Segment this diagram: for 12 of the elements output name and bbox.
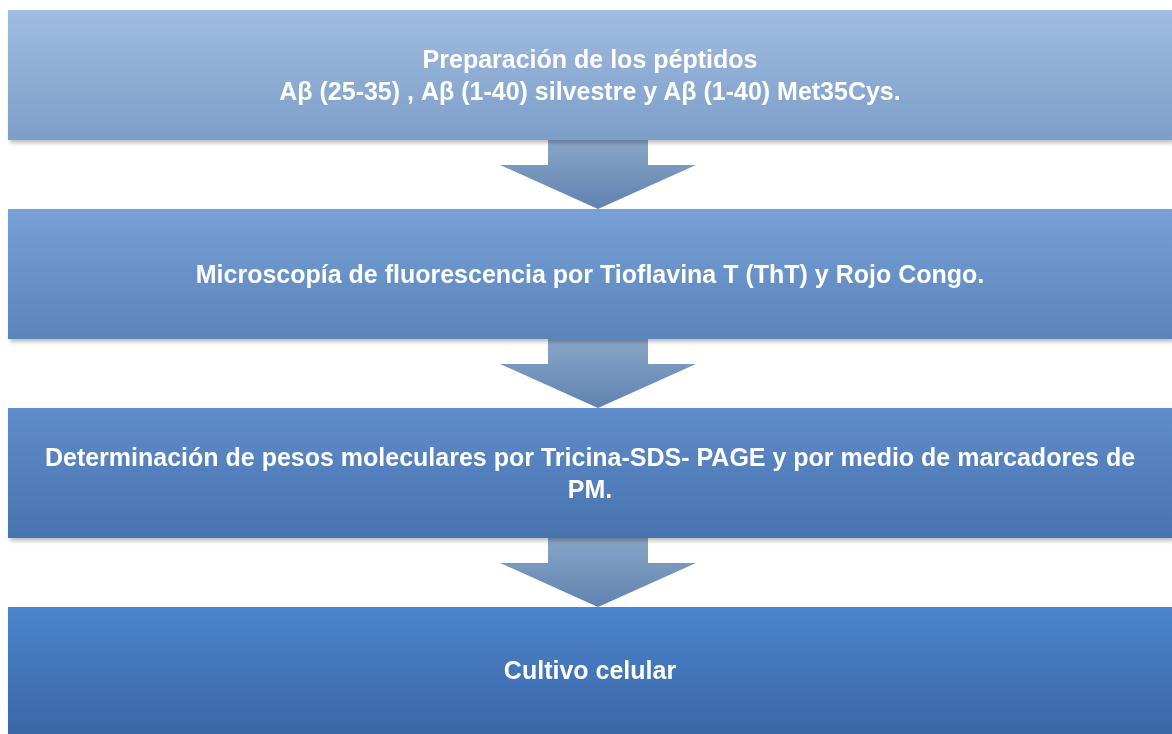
block-arrow: [500, 140, 696, 209]
step-text: Aβ (25-35) , Aβ (1-40) silvestre y Aβ (1-40) Met35Cys.: [279, 76, 901, 107]
process-box: [8, 10, 1172, 140]
process-box: [8, 408, 1172, 538]
step-text: Determinación de pesos moleculares por Tricina-SDS- PAGE y por medio de marcadores de PM.: [43, 441, 1137, 505]
step-text: Preparación de los péptidos: [422, 43, 758, 75]
process-box: [8, 209, 1172, 339]
process-box: [8, 607, 1172, 734]
step-text: Microscopía de fluorescencia por Tioflavina T (ThT) y Rojo Congo.: [195, 258, 985, 290]
block-arrow: [500, 339, 696, 408]
step-text: Cultivo celular: [503, 655, 677, 687]
block-arrow: [500, 538, 696, 607]
